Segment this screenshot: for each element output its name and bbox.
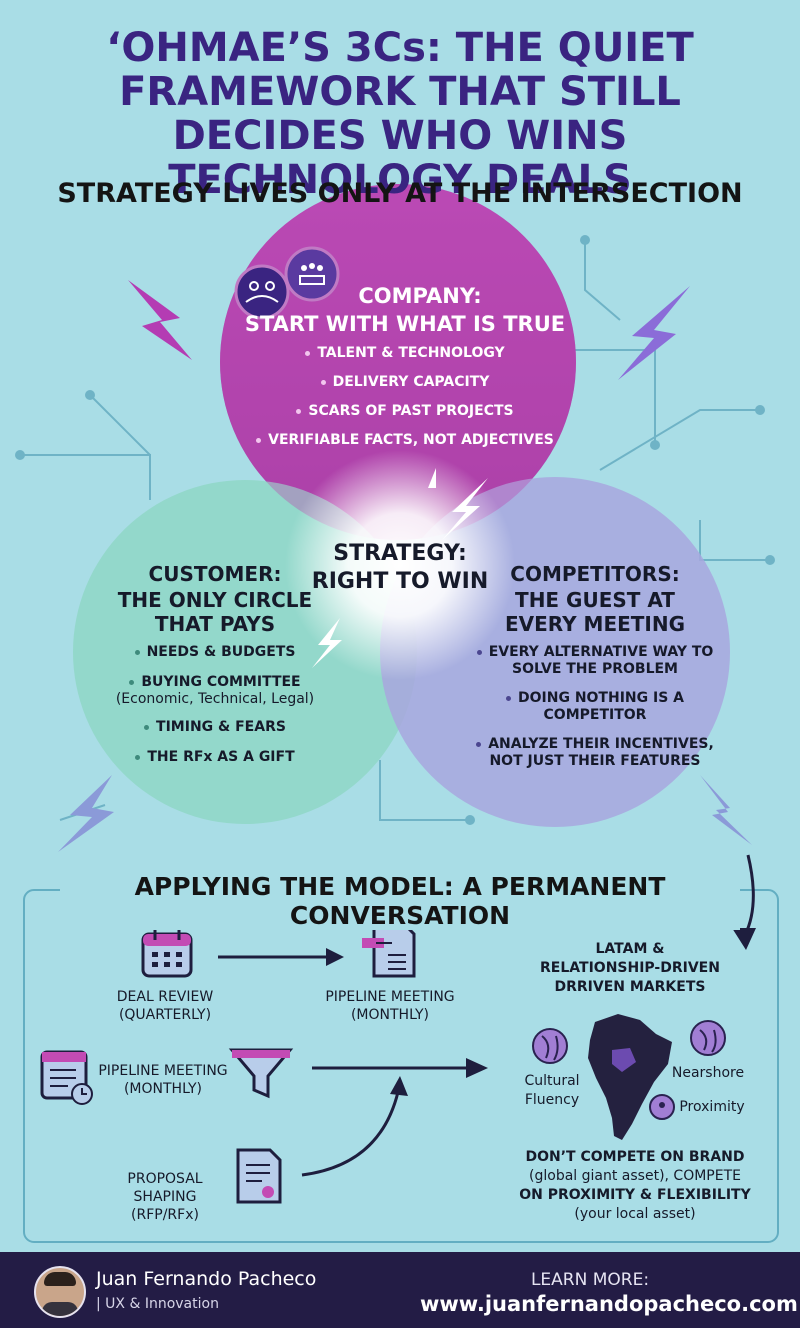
competitors-bullet-cont: NOT JUST THEIR FEATURES bbox=[489, 753, 701, 769]
company-subtitle: START WITH WHAT IS TRUE bbox=[244, 312, 566, 336]
apply-section-title: APPLYING THE MODEL: A PERMANENT CONVERSA… bbox=[60, 872, 740, 930]
competitors-bullet: ANALYZE THEIR INCENTIVES, bbox=[470, 736, 720, 753]
proximity-label: Proximity bbox=[679, 1099, 745, 1115]
lightning-bolt-icon bbox=[618, 286, 690, 380]
globe-icon bbox=[532, 1028, 568, 1064]
circuit-nodes bbox=[15, 235, 775, 825]
company-title: COMPANY: bbox=[358, 284, 482, 308]
page-title: ‘OHMAE’S 3Cs: THE QUIET FRAMEWORK THAT S… bbox=[106, 25, 694, 203]
meeting-icon bbox=[284, 246, 340, 302]
team-icon bbox=[234, 264, 290, 320]
calendar-icon bbox=[141, 928, 193, 978]
learn-more-label: LEARN MORE: bbox=[530, 1270, 650, 1290]
calendar-clock-icon bbox=[40, 1050, 93, 1105]
deal-review-label: DEAL REVIEW(QUARTERLY) bbox=[116, 989, 214, 1023]
pipeline-meeting-left-label: PIPELINE MEETING(MONTHLY) bbox=[98, 1063, 228, 1097]
customer-bullet: THE RFx AS A GIFT bbox=[100, 749, 330, 766]
company-text-block: COMPANY: START WITH WHAT IS TRUE TALENT … bbox=[240, 283, 570, 449]
website-link[interactable]: www.juanfernandopacheco.com bbox=[420, 1292, 798, 1316]
globe-icon bbox=[690, 1020, 726, 1056]
document-icon bbox=[362, 920, 416, 978]
dont-compete-text: DON’T COMPETE ON BRAND (global giant ass… bbox=[519, 1149, 751, 1222]
lightning-bolt-icon bbox=[700, 775, 752, 845]
company-bullet: VERIFIABLE FACTS, NOT ADJECTIVES bbox=[240, 432, 570, 449]
page-subtitle: STRATEGY LIVES ONLY AT THE INTERSECTION bbox=[57, 178, 743, 209]
competitors-text-block: COMPETITORS: THE GUEST AT EVERY MEETING … bbox=[470, 562, 720, 770]
avatar bbox=[34, 1266, 86, 1318]
lightning-bolt-icon bbox=[58, 775, 114, 852]
company-bullet: TALENT & TECHNOLOGY bbox=[240, 345, 570, 362]
contract-icon bbox=[236, 1148, 282, 1204]
competitors-bullet: DOING NOTHING IS A bbox=[470, 690, 720, 707]
south-america-map bbox=[588, 1014, 672, 1140]
customer-bullet-detail: (Economic, Technical, Legal) bbox=[115, 691, 315, 707]
strategy-line2: RIGHT TO WIN bbox=[311, 569, 489, 594]
location-pin-icon bbox=[649, 1094, 675, 1120]
competitors-bullet-cont: SOLVE THE PROBLEM bbox=[512, 661, 678, 677]
competitors-subtitle-2: EVERY MEETING bbox=[504, 612, 686, 636]
customer-bullet: NEEDS & BUDGETS bbox=[100, 644, 330, 661]
customer-text-block: CUSTOMER: THE ONLY CIRCLE THAT PAYS NEED… bbox=[100, 562, 330, 766]
company-bullet: DELIVERY CAPACITY bbox=[240, 374, 570, 391]
lightning-bolt-icon bbox=[128, 280, 192, 360]
author-name: Juan Fernando Pacheco bbox=[96, 1268, 317, 1290]
competitors-subtitle-1: THE GUEST AT bbox=[515, 588, 675, 612]
author-role: | UX & Innovation bbox=[96, 1296, 219, 1312]
competitors-bullet: EVERY ALTERNATIVE WAY TO bbox=[470, 644, 720, 661]
customer-bullet: TIMING & FEARS bbox=[100, 719, 330, 736]
center-strategy: STRATEGY: RIGHT TO WIN bbox=[310, 540, 490, 596]
pipeline-meeting-top-label: PIPELINE MEETING(MONTHLY) bbox=[325, 989, 455, 1023]
competitors-bullet-cont: COMPETITOR bbox=[543, 707, 647, 723]
customer-subtitle-2: THAT PAYS bbox=[154, 612, 276, 636]
nearshore-label: Nearshore bbox=[671, 1065, 745, 1081]
customer-bullet: BUYING COMMITTEE bbox=[100, 674, 330, 691]
customer-title: CUSTOMER: bbox=[148, 562, 282, 586]
funnel-icon bbox=[228, 1048, 294, 1099]
company-bullet: SCARS OF PAST PROJECTS bbox=[240, 403, 570, 420]
competitors-title: COMPETITORS: bbox=[510, 562, 680, 586]
strategy-line1: STRATEGY: bbox=[333, 541, 467, 566]
customer-subtitle-1: THE ONLY CIRCLE bbox=[117, 588, 313, 612]
footer: Juan Fernando Pacheco | UX & Innovation … bbox=[0, 1252, 800, 1328]
